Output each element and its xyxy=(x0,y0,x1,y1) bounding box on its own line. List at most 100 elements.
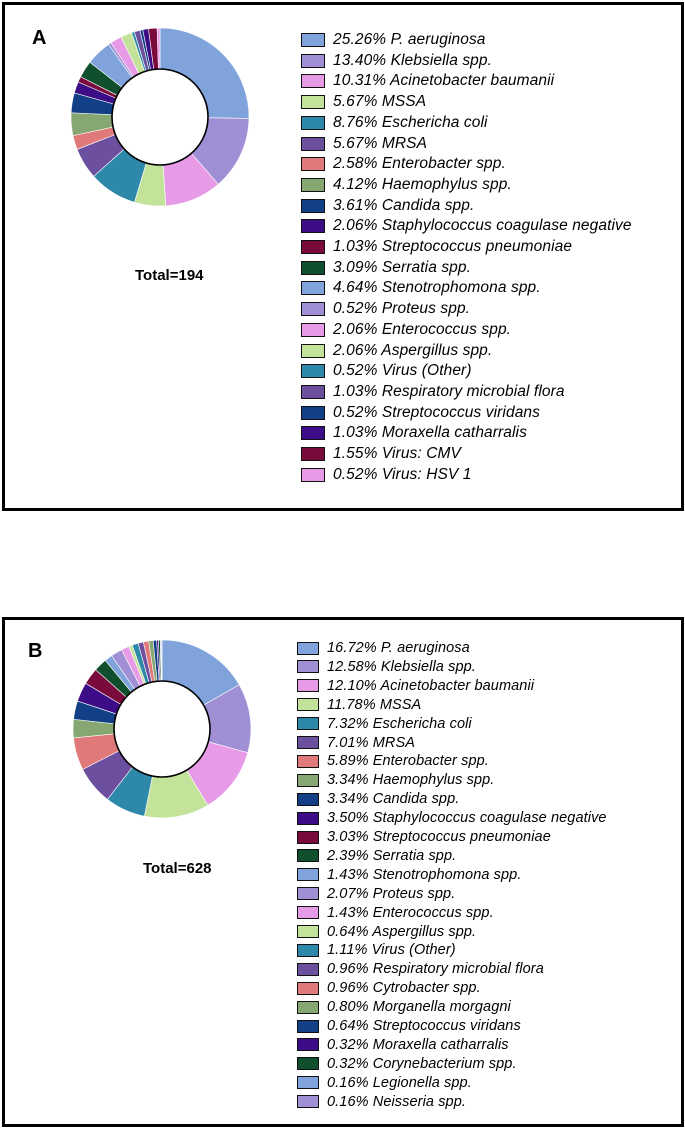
legend-swatch xyxy=(297,792,319,806)
legend-item-respiratory-microbial-flora: 1.03% Respiratory microbial flora xyxy=(301,383,565,401)
legend-item-acinetobacter-baumanii: 10.31% Acinetobacter baumanii xyxy=(301,72,554,90)
legend-swatch xyxy=(297,660,319,674)
legend-swatch xyxy=(301,322,325,337)
legend-label: 12.58% Klebsiella spp. xyxy=(327,658,476,675)
legend-swatch xyxy=(301,136,325,151)
legend-label: 5.67% MSSA xyxy=(333,93,427,111)
legend-swatch xyxy=(297,1076,319,1090)
legend-item-mssa: 11.78% MSSA xyxy=(297,696,421,714)
legend-label: 0.64% Aspergillus spp. xyxy=(327,923,477,940)
legend-swatch xyxy=(297,887,319,901)
legend-label: 1.43% Stenotrophomona spp. xyxy=(327,866,522,883)
legend-item-streptococcus-pneumoniae: 3.03% Streptococcus pneumoniae xyxy=(297,828,551,846)
legend-swatch xyxy=(297,868,319,882)
legend-item-morganella-morgagni: 0.80% Morganella morgagni xyxy=(297,998,511,1016)
legend-item-streptococcus-pneumoniae: 1.03% Streptococcus pneumoniae xyxy=(301,238,572,256)
legend-swatch xyxy=(297,962,319,976)
legend-label: 5.67% MRSA xyxy=(333,134,428,152)
legend-item-haemophylus-spp: 4.12% Haemophylus spp. xyxy=(301,176,512,194)
legend-swatch xyxy=(297,1057,319,1071)
legend-item-klebsiella-spp: 13.40% Klebsiella spp. xyxy=(301,52,492,70)
legend-label: 0.32% Moraxella catharralis xyxy=(327,1036,509,1053)
legend-item-corynebacterium-spp: 0.32% Corynebacterium spp. xyxy=(297,1055,517,1073)
legend-label: 0.16% Neisseria spp. xyxy=(327,1093,467,1110)
legend-swatch xyxy=(301,115,325,130)
legend-item-candida-spp: 3.61% Candida spp. xyxy=(301,197,474,215)
legend-swatch xyxy=(297,773,319,787)
legend-swatch xyxy=(301,447,325,461)
legend-swatch xyxy=(297,1038,319,1052)
legend-item-acinetobacter-baumanii: 12.10% Acinetobacter baumanii xyxy=(297,677,534,695)
legend-item-legionella-spp: 0.16% Legionella spp. xyxy=(297,1074,472,1092)
legend-item-streptococcus-viridans: 0.52% Streptococcus viridans xyxy=(301,404,540,422)
legend-swatch xyxy=(301,302,325,317)
legend-label: 4.12% Haemophylus spp. xyxy=(333,175,512,193)
donut-hole xyxy=(111,68,209,166)
legend-label: 0.52% Virus: HSV 1 xyxy=(333,465,472,483)
legend-item-moraxella-catharralis: 1.03% Moraxella catharralis xyxy=(301,424,527,442)
total-label: Total=628 xyxy=(143,860,212,877)
legend-swatch xyxy=(297,679,319,693)
legend-swatch xyxy=(297,943,319,957)
legend-item-virus-cmv: 1.55% Virus: CMV xyxy=(301,445,461,463)
legend-label: 3.50% Staphylococcus coagulase negative xyxy=(327,810,607,827)
legend-label: 1.55% Virus: CMV xyxy=(333,445,461,462)
legend-swatch xyxy=(301,467,325,482)
legend-item-klebsiella-spp: 12.58% Klebsiella spp. xyxy=(297,658,476,676)
legend-swatch xyxy=(301,74,325,89)
legend-item-virus-other: 1.11% Virus (Other) xyxy=(297,941,456,959)
legend-label: 1.43% Enterococcus spp. xyxy=(327,904,494,921)
legend-label: 1.03% Respiratory microbial flora xyxy=(333,382,565,400)
legend-label: 10.31% Acinetobacter baumanii xyxy=(333,72,555,90)
legend-swatch xyxy=(297,641,319,655)
legend-item-aspergillus-spp: 2.06% Aspergillus spp. xyxy=(301,342,492,360)
legend-swatch xyxy=(297,981,319,995)
legend-label: 3.03% Streptococcus pneumoniae xyxy=(327,829,551,845)
legend-swatch xyxy=(297,1095,319,1109)
legend-label: 25.26% P. aeruginosa xyxy=(333,31,486,48)
legend-swatch xyxy=(297,1019,319,1033)
donut-chart-a xyxy=(70,27,250,207)
legend-label: 2.06% Aspergillus spp. xyxy=(333,341,493,359)
legend-label: 1.03% Streptococcus pneumoniae xyxy=(333,238,573,255)
legend-swatch xyxy=(301,260,325,275)
legend-item-stenotrophomona-spp: 1.43% Stenotrophomona spp. xyxy=(297,866,521,884)
legend-item-stenotrophomona-spp: 4.64% Stenotrophomona spp. xyxy=(301,279,541,297)
pie-slice-neisseria-spp xyxy=(160,639,163,682)
legend-swatch xyxy=(297,849,319,863)
legend-label: 3.34% Haemophylus spp. xyxy=(327,772,495,789)
legend-swatch xyxy=(301,405,325,420)
legend-item-proteus-spp: 2.07% Proteus spp. xyxy=(297,885,455,903)
donut-hole xyxy=(113,680,211,778)
legend-item-haemophylus-spp: 3.34% Haemophylus spp. xyxy=(297,771,494,789)
legend-item-mrsa: 7.01% MRSA xyxy=(297,734,415,752)
legend-swatch xyxy=(297,736,319,749)
legend-label: 8.76% Eschericha coli xyxy=(333,113,488,131)
legend-swatch xyxy=(297,811,319,825)
legend-label: 3.61% Candida spp. xyxy=(333,196,475,214)
legend-swatch xyxy=(301,177,325,192)
legend-item-virus-hsv-1: 0.52% Virus: HSV 1 xyxy=(301,466,472,484)
legend-swatch xyxy=(301,33,325,47)
legend-item-eschericha-coli: 8.76% Eschericha coli xyxy=(301,114,488,132)
legend-swatch xyxy=(301,157,325,172)
legend-label: 0.52% Proteus spp. xyxy=(333,300,471,318)
legend-label: 0.16% Legionella spp. xyxy=(327,1074,472,1091)
legend-item-cytrobacter-spp: 0.96% Cytrobacter spp. xyxy=(297,979,481,997)
legend-item-enterobacter-spp: 5.89% Enterobacter spp. xyxy=(297,752,489,770)
legend-item-mrsa: 5.67% MRSA xyxy=(301,135,427,153)
legend-label: 4.64% Stenotrophomona spp. xyxy=(333,279,541,297)
legend-label: 7.32% Eschericha coli xyxy=(327,715,472,732)
legend-label: 2.06% Staphylococcus coagulase negative xyxy=(333,217,632,235)
legend-swatch xyxy=(297,830,319,844)
legend-label: 3.09% Serratia spp. xyxy=(333,258,472,276)
legend-item-enterococcus-spp: 2.06% Enterococcus spp. xyxy=(301,321,511,339)
legend-label: 0.52% Streptococcus viridans xyxy=(333,403,540,421)
legend-label: 3.34% Candida spp. xyxy=(327,791,460,808)
legend-swatch xyxy=(301,95,325,110)
legend-item-streptococcus-viridans: 0.64% Streptococcus viridans xyxy=(297,1017,521,1035)
legend-label: 2.07% Proteus spp. xyxy=(327,885,456,902)
